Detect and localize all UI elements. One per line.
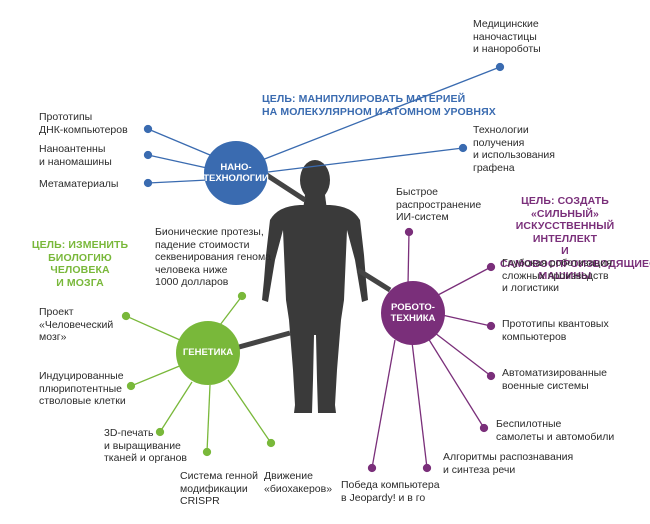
nano-connectors [143,62,505,188]
robotics-hub-label: РОБОТО- ТЕХНИКА [390,301,436,325]
genetics-goal: ЦЕЛЬ: ИЗМЕНИТЬ БИОЛОГИЮ ЧЕЛОВЕКА И МОЗГА [31,239,129,289]
robotics-item-quantum-computers: Прототипы квантовых компьютеров [502,318,609,343]
genetics-item-3d-printing: 3D-печать и выращивание тканей и органов [104,427,188,464]
nano-body-connector [260,169,307,203]
genetics-item-human-brain-project: Проект «Человеческий мозг» [39,306,114,343]
human-silhouette [262,160,368,413]
nano-item-nanoantennas: Наноантенны и наномашины [39,143,112,168]
genetics-connectors [121,291,276,457]
robotics-goal: ЦЕЛЬ: СОЗДАТЬ «СИЛЬНЫЙ» ИСКУССТВЕННЫЙ ИН… [500,195,650,282]
genetics-hub-label: ГЕНЕТИКА [182,347,234,359]
robotics-body-connector [356,267,392,293]
nano-item-metamaterials: Метаматериалы [39,178,119,190]
nano-item-medical-nanoparticles: Медицинские наночастицы и нанороботы [473,18,541,55]
robotics-connectors [367,227,496,473]
nano-item-dna-computers: Прототипы ДНК-компьютеров [39,111,128,136]
genetics-hub [176,321,240,385]
nano-item-graphene: Технологии получения и использования гра… [473,124,555,174]
genetics-item-stem-cells: Индуцированные плюрипотентные стволовые … [39,370,126,407]
robotics-item-robotization: Глубокая роботизация сложных производств… [502,257,612,294]
robotics-item-ai-systems: Быстрое распространение ИИ-систем [396,186,482,223]
nano-goal: ЦЕЛЬ: МАНИПУЛИРОВАТЬ МАТЕРИЕЙ НА МОЛЕКУЛ… [262,93,496,118]
robotics-item-jeopardy: Победа компьютера в Jeopardy! и в го [341,479,440,504]
nano-hub-label: НАНО- ТЕХНОЛОГИИ [203,161,269,185]
genetics-item-biohackers: Движение «биохакеров» [264,470,333,495]
genetics-item-crispr: Система генной модификации CRISPR [180,470,258,507]
robotics-hub [381,281,445,345]
robotics-item-speech-algorithms: Алгоритмы распознавания и синтеза речи [443,451,574,476]
robotics-item-military-systems: Автоматизированные военные системы [502,367,608,392]
nano-hub [204,141,268,205]
genetics-item-bionic-prostheses: Бионические протезы, падение стоимости с… [155,226,272,288]
robotics-item-drones: Беспилотные самолеты и автомобили [496,418,615,443]
